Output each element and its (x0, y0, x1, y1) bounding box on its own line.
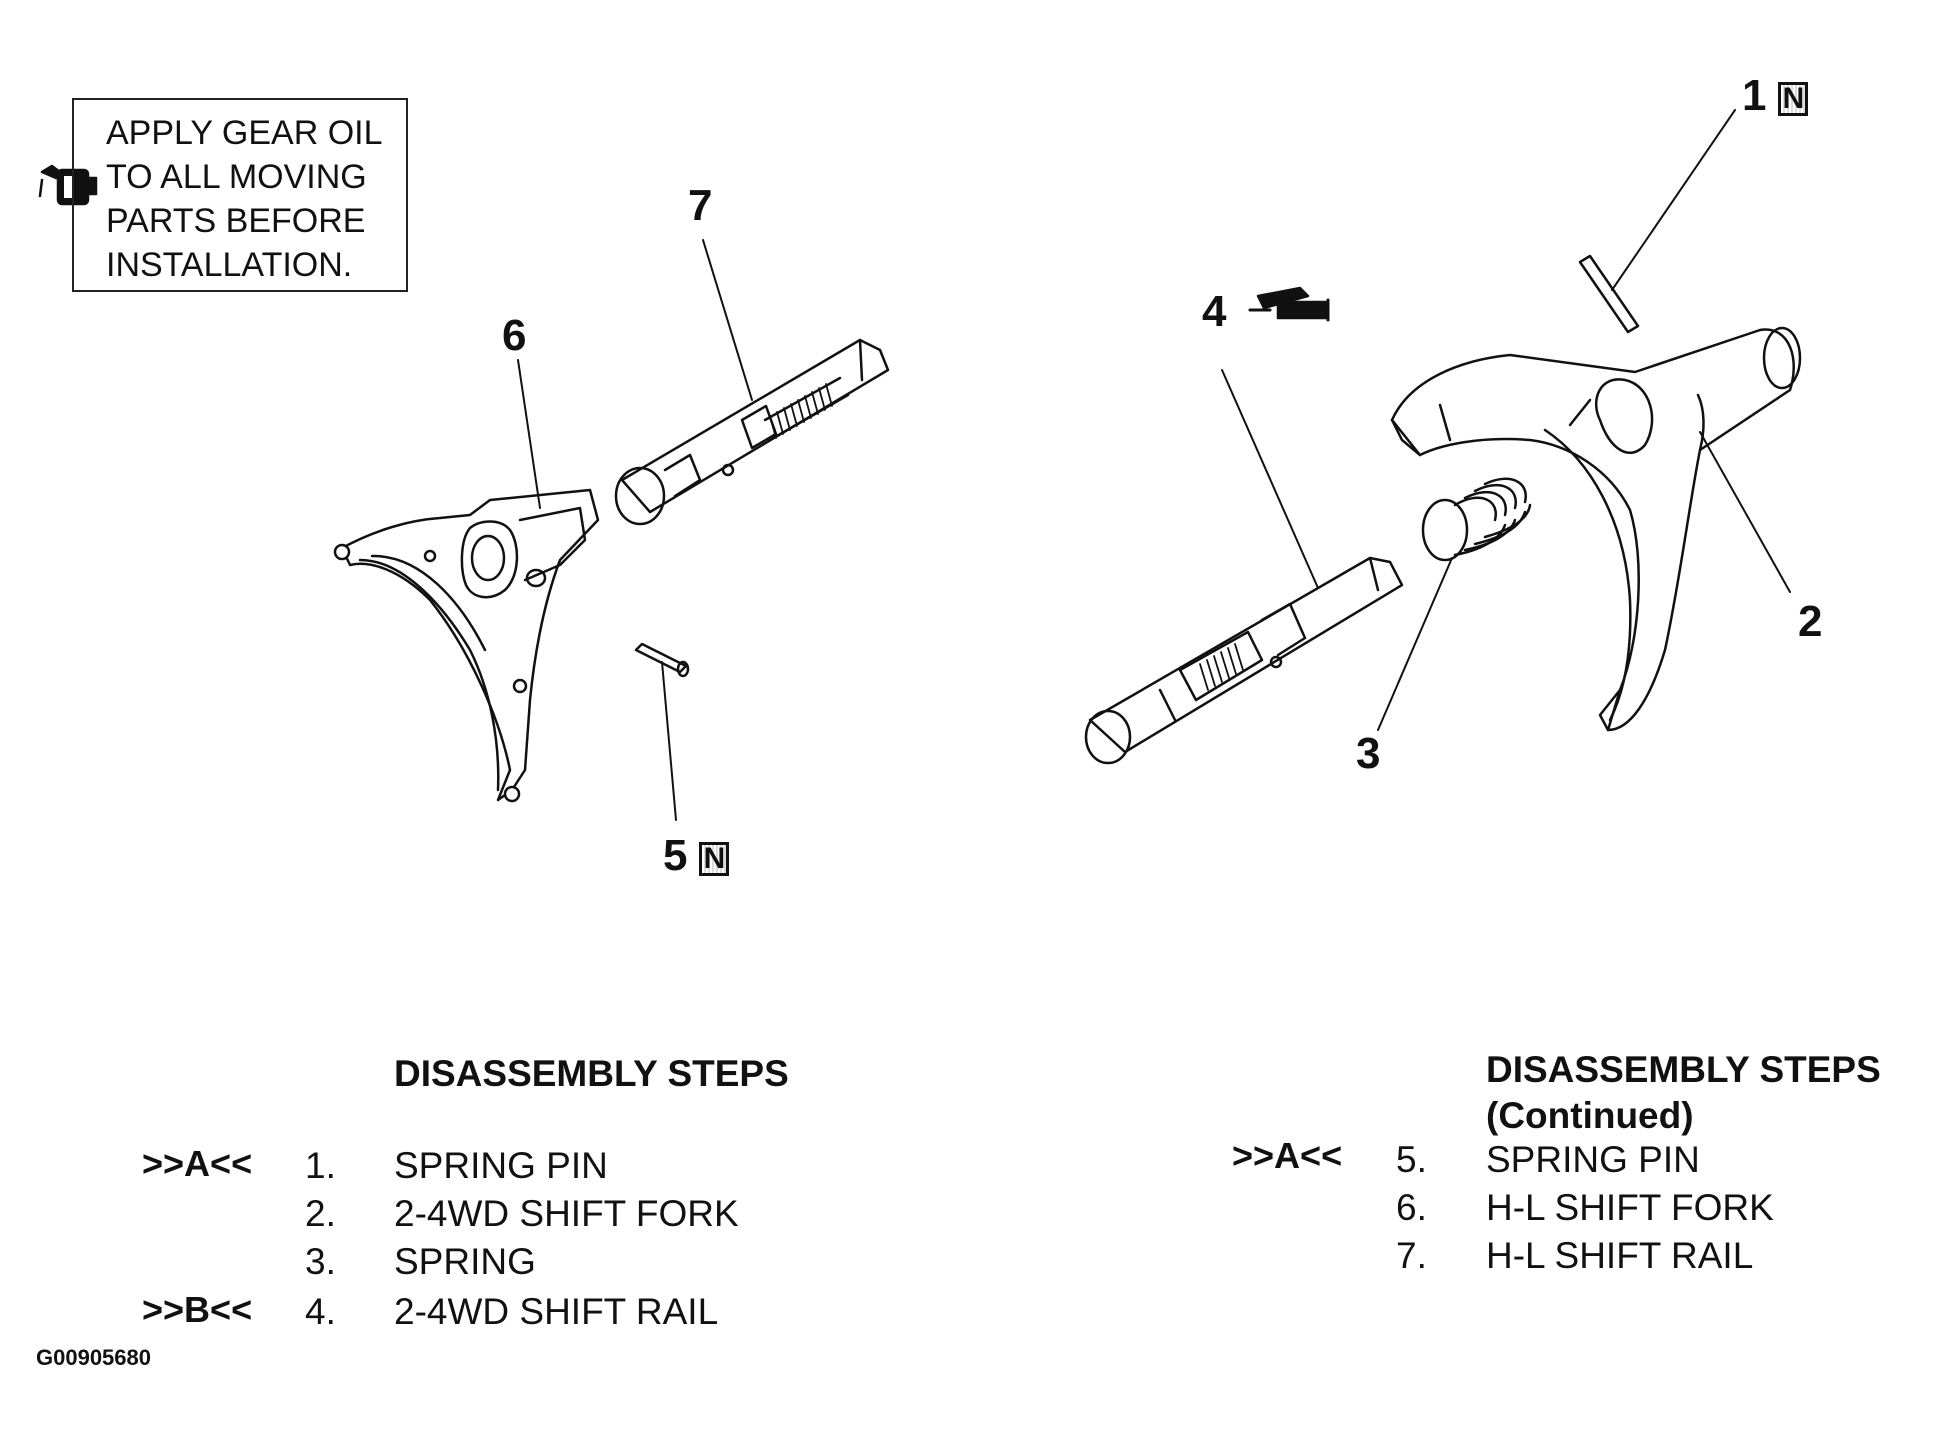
step-label: SPRING PIN (1486, 1139, 1700, 1180)
hl-shift-fork-part-6 (333, 488, 600, 803)
steps-heading-continued: (Continued) (1486, 1095, 1694, 1136)
step-number: 4. (305, 1291, 336, 1332)
step-label: SPRING (394, 1241, 536, 1282)
step-number: 1. (305, 1145, 336, 1186)
note-line: INSTALLATION. (106, 246, 353, 284)
2-4wd-shift-rail-part-4 (1084, 556, 1404, 765)
callout-3: 3 (1356, 729, 1381, 778)
steps-heading-left: DISASSEMBLY STEPS (394, 1053, 789, 1094)
step-tag: >>A<< (142, 1143, 253, 1184)
gear-oil-note-box (72, 98, 408, 292)
step-label: 2-4WD SHIFT FORK (394, 1193, 739, 1234)
step-tag: >>B<< (142, 1289, 253, 1330)
leader-lines (517, 109, 1791, 821)
step-label: H-L SHIFT FORK (1486, 1187, 1774, 1228)
spring-pin-part-1 (1578, 254, 1640, 334)
steps-heading-right: DISASSEMBLY STEPS (1486, 1049, 1881, 1090)
step-tag: >>A<< (1232, 1135, 1343, 1176)
step-number: 5. (1396, 1139, 1427, 1180)
2-4wd-shift-fork-part-2 (1390, 326, 1802, 732)
figure-id: G00905680 (36, 1345, 151, 1370)
callout-4: 4 (1202, 287, 1227, 336)
spring-pin-part-5 (634, 642, 690, 678)
step-number: 7. (1396, 1235, 1427, 1276)
callout-6: 6 (502, 311, 527, 360)
callout-number: 5 (663, 831, 688, 880)
step-number: 2. (305, 1193, 336, 1234)
note-line: APPLY GEAR OIL (106, 114, 383, 152)
callout-2: 2 (1798, 597, 1823, 646)
callout-7: 7 (688, 181, 713, 230)
note-line: TO ALL MOVING (106, 158, 367, 196)
step-label: 2-4WD SHIFT RAIL (394, 1291, 719, 1332)
grease-gun-icon (1248, 286, 1330, 322)
step-label: H-L SHIFT RAIL (1486, 1235, 1754, 1276)
step-label: SPRING PIN (394, 1145, 608, 1186)
new-part-mark: N (1778, 82, 1809, 116)
hl-shift-rail-part-7 (614, 338, 890, 526)
new-part-mark: N (699, 842, 730, 876)
step-number: 6. (1396, 1187, 1427, 1228)
callout-number: 1 (1742, 71, 1767, 120)
spring-part-3 (1421, 477, 1532, 562)
note-line: PARTS BEFORE (106, 202, 366, 240)
step-number: 3. (305, 1241, 336, 1282)
